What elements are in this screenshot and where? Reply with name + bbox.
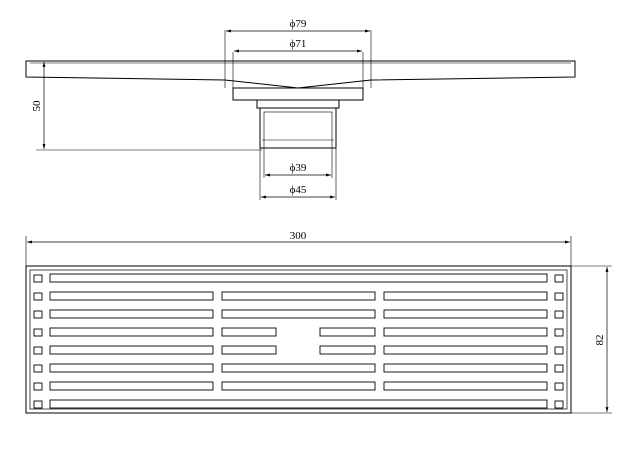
grate-frame-inner bbox=[29, 269, 568, 410]
grate-edge-notch bbox=[33, 310, 43, 319]
grate-slot bbox=[221, 363, 376, 373]
top-grate-view bbox=[25, 236, 612, 414]
grate-edge-notch bbox=[33, 274, 43, 283]
grate-slot bbox=[49, 345, 214, 355]
grate-edge-notch bbox=[33, 328, 43, 337]
grate-edge-notch bbox=[33, 346, 43, 355]
grate-edge-notch bbox=[554, 346, 564, 355]
label-phi71: ϕ71 bbox=[290, 38, 307, 50]
grate-slot bbox=[383, 345, 548, 355]
grate-slot bbox=[319, 345, 376, 355]
grate-slot bbox=[383, 309, 548, 319]
grate-slot bbox=[383, 327, 548, 337]
grate-edge-notch bbox=[554, 364, 564, 373]
grate-slot bbox=[221, 345, 277, 355]
grate-slots bbox=[33, 273, 564, 409]
grate-slot bbox=[383, 381, 548, 391]
grate-slot bbox=[221, 291, 376, 301]
grate-edge-notch bbox=[554, 328, 564, 337]
outlet-flange bbox=[256, 99, 340, 109]
grate-slot bbox=[319, 327, 376, 337]
label-phi79: ϕ79 bbox=[290, 18, 307, 30]
grate-slot bbox=[383, 363, 548, 373]
label-phi45: ϕ45 bbox=[290, 184, 307, 196]
grate-slot bbox=[49, 363, 214, 373]
grate-edge-notch bbox=[554, 310, 564, 319]
grate-slot bbox=[49, 291, 214, 301]
grate-slot bbox=[49, 309, 214, 319]
outlet-pipe-inner bbox=[263, 111, 333, 149]
grate-slot bbox=[49, 381, 214, 391]
grate-slot bbox=[221, 309, 376, 319]
grate-slot bbox=[221, 327, 277, 337]
grate-edge-notch bbox=[554, 292, 564, 301]
label-length-300: 300 bbox=[290, 230, 307, 242]
grate-slot bbox=[49, 327, 214, 337]
grate-edge-notch bbox=[33, 400, 43, 409]
channel-body-outline bbox=[25, 60, 576, 89]
grate-slot bbox=[383, 291, 548, 301]
side-section-view bbox=[25, 29, 576, 200]
outlet-collar bbox=[232, 87, 364, 101]
grate-slot bbox=[49, 273, 548, 283]
grate-slot bbox=[49, 399, 548, 409]
outlet-pipe bbox=[259, 107, 337, 149]
grate-edge-notch bbox=[33, 364, 43, 373]
grate-edge-notch bbox=[554, 400, 564, 409]
label-width-82: 82 bbox=[594, 335, 606, 346]
grate-slot bbox=[221, 381, 376, 391]
grate-edge-notch bbox=[33, 382, 43, 391]
grate-edge-notch bbox=[554, 274, 564, 283]
label-phi39: ϕ39 bbox=[290, 162, 307, 174]
grate-frame-outer bbox=[25, 265, 572, 414]
grate-edge-notch bbox=[33, 292, 43, 301]
label-height-50: 50 bbox=[31, 100, 43, 112]
grate-edge-notch bbox=[554, 382, 564, 391]
